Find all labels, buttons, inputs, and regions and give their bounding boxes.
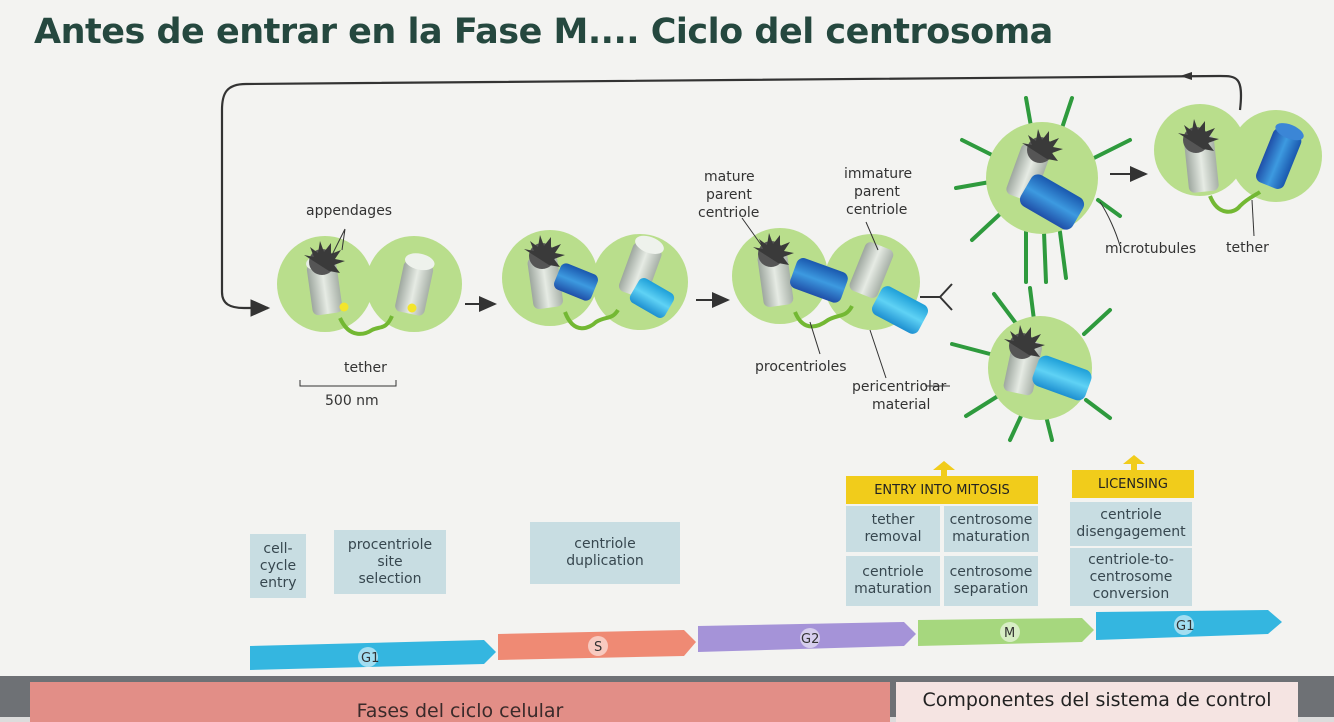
banner-entry-mitosis: ENTRY INTO MITOSIS <box>846 476 1038 504</box>
label-mature-3: centriole <box>698 205 759 221</box>
label-scale: 500 nm <box>325 393 379 409</box>
stage-g1-next-centrosome <box>1154 104 1322 236</box>
box-cell-cycle-entry: cell- cycle entry <box>250 534 306 598</box>
tab-componentes-control[interactable]: Componentes del sistema de control <box>896 682 1298 722</box>
phase-label-g2: G2 <box>801 632 819 647</box>
label-microtubules: microtubules <box>1105 241 1196 257</box>
phase-label-g1-next: G1 <box>1176 619 1194 634</box>
label-pcm-1: pericentriolar <box>852 379 946 395</box>
mitotic-centrosome-upper <box>956 98 1130 282</box>
phase-bar: G1 S G2 M G1 <box>250 610 1282 670</box>
box-centriole-conversion: centriole-to- centrosome conversion <box>1070 548 1192 606</box>
box-centrosome-maturation: centrosome maturation <box>944 506 1038 552</box>
label-appendages: appendages <box>306 203 392 219</box>
box-centriole-disengagement: centriole disengagement <box>1070 502 1192 546</box>
label-tether-left: tether <box>344 360 387 376</box>
banner-licensing: LICENSING <box>1072 470 1194 498</box>
label-immature-1: immature <box>844 166 912 182</box>
tab-fases-ciclo[interactable]: Fases del ciclo celular <box>30 682 890 722</box>
phase-label-m: M <box>1004 626 1015 641</box>
licensing-arrow-icon <box>1123 455 1145 464</box>
label-mature-1: mature <box>704 169 755 185</box>
stage-s-centrosome <box>502 230 688 330</box>
box-centriole-duplication: centriole duplication <box>530 522 680 584</box>
label-tether-right: tether <box>1226 240 1269 256</box>
entry-mitosis-arrow-icon <box>933 461 955 470</box>
phase-label-g1: G1 <box>361 651 379 666</box>
label-immature-3: centriole <box>846 202 907 218</box>
label-mature-2: parent <box>706 187 752 203</box>
phase-label-s: S <box>594 640 602 655</box>
mitotic-centrosome-lower <box>952 288 1110 440</box>
label-immature-2: parent <box>854 184 900 200</box>
box-procentriole-site: procentriole site selection <box>334 530 446 594</box>
label-procentrioles: procentrioles <box>755 359 847 375</box>
box-tether-removal: tether removal <box>846 506 940 552</box>
box-centriole-maturation: centriole maturation <box>846 556 940 606</box>
label-pcm-2: material <box>872 397 930 413</box>
box-centrosome-separation: centrosome separation <box>944 556 1038 606</box>
